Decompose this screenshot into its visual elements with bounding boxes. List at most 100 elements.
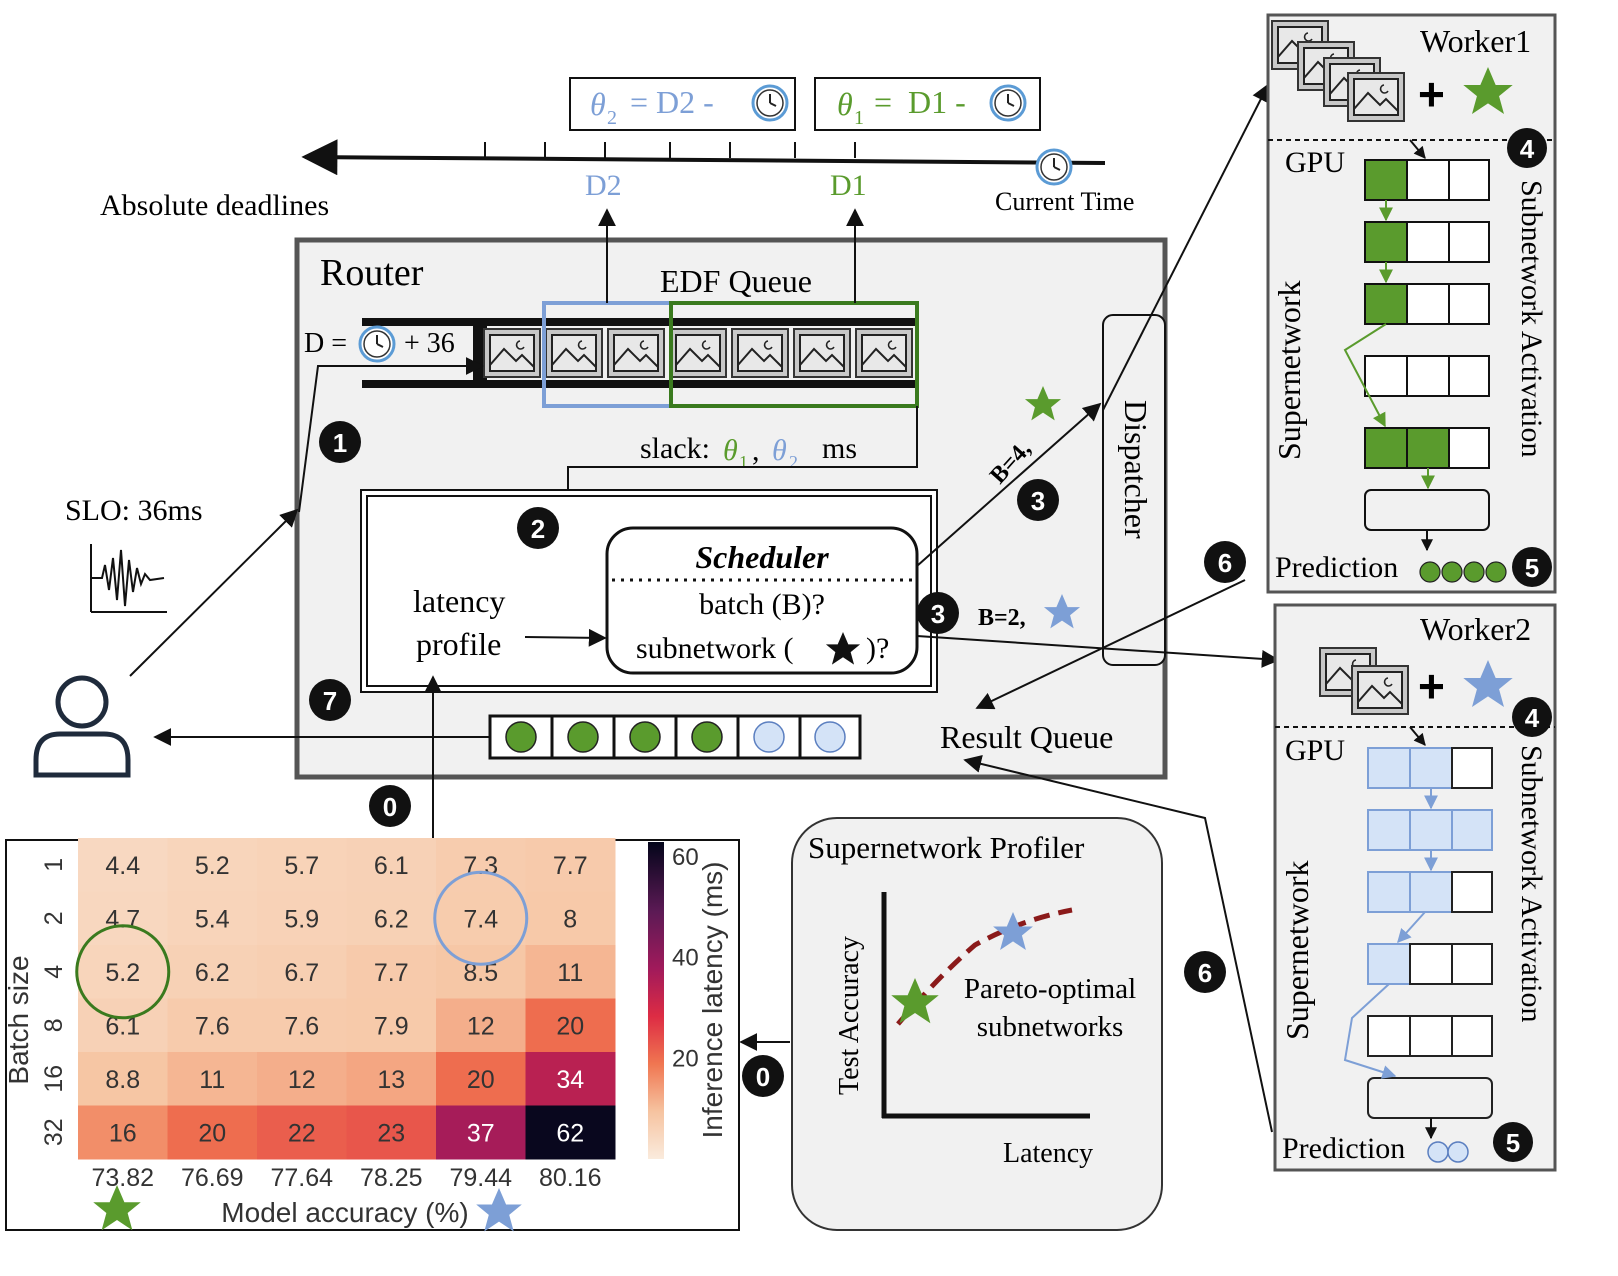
heatmap-cell [346,1105,437,1160]
worker2-step-4-badge: 4 [1512,697,1552,737]
heatmap-cell [78,1052,168,1106]
colorbar-tick-label: 60 [672,844,699,871]
heatmap-cell [257,945,347,999]
heatmap-cell [167,838,258,892]
colorbar-tick-label: 20 [672,1045,699,1072]
scheduler-subnetwork-question-suffix: )? [866,632,889,665]
svg-text:3: 3 [1031,486,1045,516]
latency-profile-label-2: profile [416,626,501,662]
heatmap-cell [436,1105,526,1160]
step-3-badge: 3 [917,592,959,634]
heatmap-cell-label: 4.4 [105,852,140,880]
step-0-badge: 0 [742,1055,784,1097]
heatmap-cell [257,1105,347,1160]
heatmap-cell [78,1105,168,1160]
dispatcher-box [1102,314,1166,666]
colorbar-label: Inference latency (ms) [697,862,728,1139]
heatmap-cell-label: 7.9 [374,1012,409,1040]
step-3-badge: 3 [1017,479,1059,521]
heatmap-cell [525,891,616,946]
slack-theta1-subscript: 1 [739,452,748,472]
worker1-step-4-badge: 4 [1507,128,1547,168]
heatmap-cell-label: 20 [467,1066,495,1094]
worker1-prediction-label: Prediction [1275,551,1398,584]
result-green-dot [567,721,599,753]
heatmap-cell [257,1052,347,1106]
heatmap-cell-label: 12 [467,1012,495,1040]
heatmap-cell [257,891,347,946]
result-green-dot [691,721,723,753]
heatmap-cell [167,891,258,946]
queued-request-image-icon [607,328,665,378]
heatmap-cell [525,1052,616,1106]
slack-separator: , [752,434,760,467]
heatmap-cell [78,945,168,999]
heatmap-cell-label: 13 [377,1066,405,1094]
heatmap-cell [436,891,526,946]
edf-queue-items [483,328,913,378]
heatmap-y-tick-label: 1 [40,858,68,872]
svg-text:6: 6 [1218,548,1232,578]
svg-text:3: 3 [931,599,945,629]
slack-theta2: θ [772,434,787,467]
svg-text:2: 2 [531,514,545,544]
step-6-badge: 6 [1184,951,1226,993]
dispatch-arrows [424,83,1280,1133]
heatmap-cell [525,998,616,1053]
svg-text:5: 5 [1506,1128,1520,1158]
dispatcher-label: Dispatcher [1118,400,1154,539]
heatmap-cell [346,891,437,946]
heatmap-cell [257,998,347,1053]
heatmap-cell-label: 7.3 [463,852,498,880]
worker1-supernetwork-layers [1364,159,1490,531]
heatmap-cell-label: 8 [563,905,577,933]
queued-request-image-icon [545,328,603,378]
worker1-request-image-icon [1347,72,1405,122]
heatmap-cell-label: 7.7 [553,852,588,880]
worker2-supernetwork-layers [1367,747,1493,1119]
absolute-deadlines-label: Absolute deadlines [100,189,329,222]
worker2: Worker2 + GPU Supernetwork Subnetwork Ac… [1273,603,1557,1172]
profiler-x-label: Latency [1003,1138,1093,1169]
worker1-title: Worker1 [1420,23,1531,59]
heatmap-x-tick-label: 80.16 [539,1164,602,1192]
worker2-gpu-label: GPU [1285,734,1345,767]
router-title: Router [320,252,424,294]
supernetwork-profiler: Supernetwork Profiler Test Accuracy Late… [791,817,1163,1231]
theta1-symbol: θ [837,86,853,122]
worker2-supernetwork-label: Supernetwork [1279,860,1315,1040]
heatmap-cell-label: 7.4 [463,905,498,933]
svg-text:1: 1 [333,428,347,458]
slack-label: slack: [640,432,710,465]
result-blue-dot [753,721,785,753]
worker1-plus-icon: + [1418,68,1445,120]
heatmap-cell-label: 5.7 [284,852,319,880]
theta2-subscript: 2 [607,107,617,129]
queued-request-image-icon [483,328,541,378]
heatmap-cell [167,945,258,999]
heatmap-cell-label: 6.2 [374,905,409,933]
worker1-prediction-dots [1419,561,1507,583]
worker1-supernetwork-label: Supernetwork [1271,280,1307,460]
queued-request-image-icon [855,328,913,378]
worker2-plus-icon: + [1418,660,1445,712]
slack-theta2-subscript: 2 [789,452,798,472]
heatmap-cell-label: 20 [198,1119,226,1147]
heatmap-cell-label: 22 [288,1119,316,1147]
user-icon [33,675,131,778]
worker2-title: Worker2 [1420,611,1531,647]
heatmap-cell [167,1052,258,1106]
latency-profile-label-1: latency [413,583,505,619]
queued-request-image-icon [731,328,789,378]
heatmap-cell-label: 34 [556,1066,584,1094]
result-green-dot [505,721,537,753]
current-time-clock-icon [1035,148,1073,186]
svg-text:5: 5 [1525,553,1539,583]
theta1-subscript: 1 [854,107,864,129]
svg-text:4: 4 [1525,703,1540,733]
step-1-badge: 1 [319,421,361,463]
heatmap-x-tick-label: 73.82 [91,1164,154,1192]
